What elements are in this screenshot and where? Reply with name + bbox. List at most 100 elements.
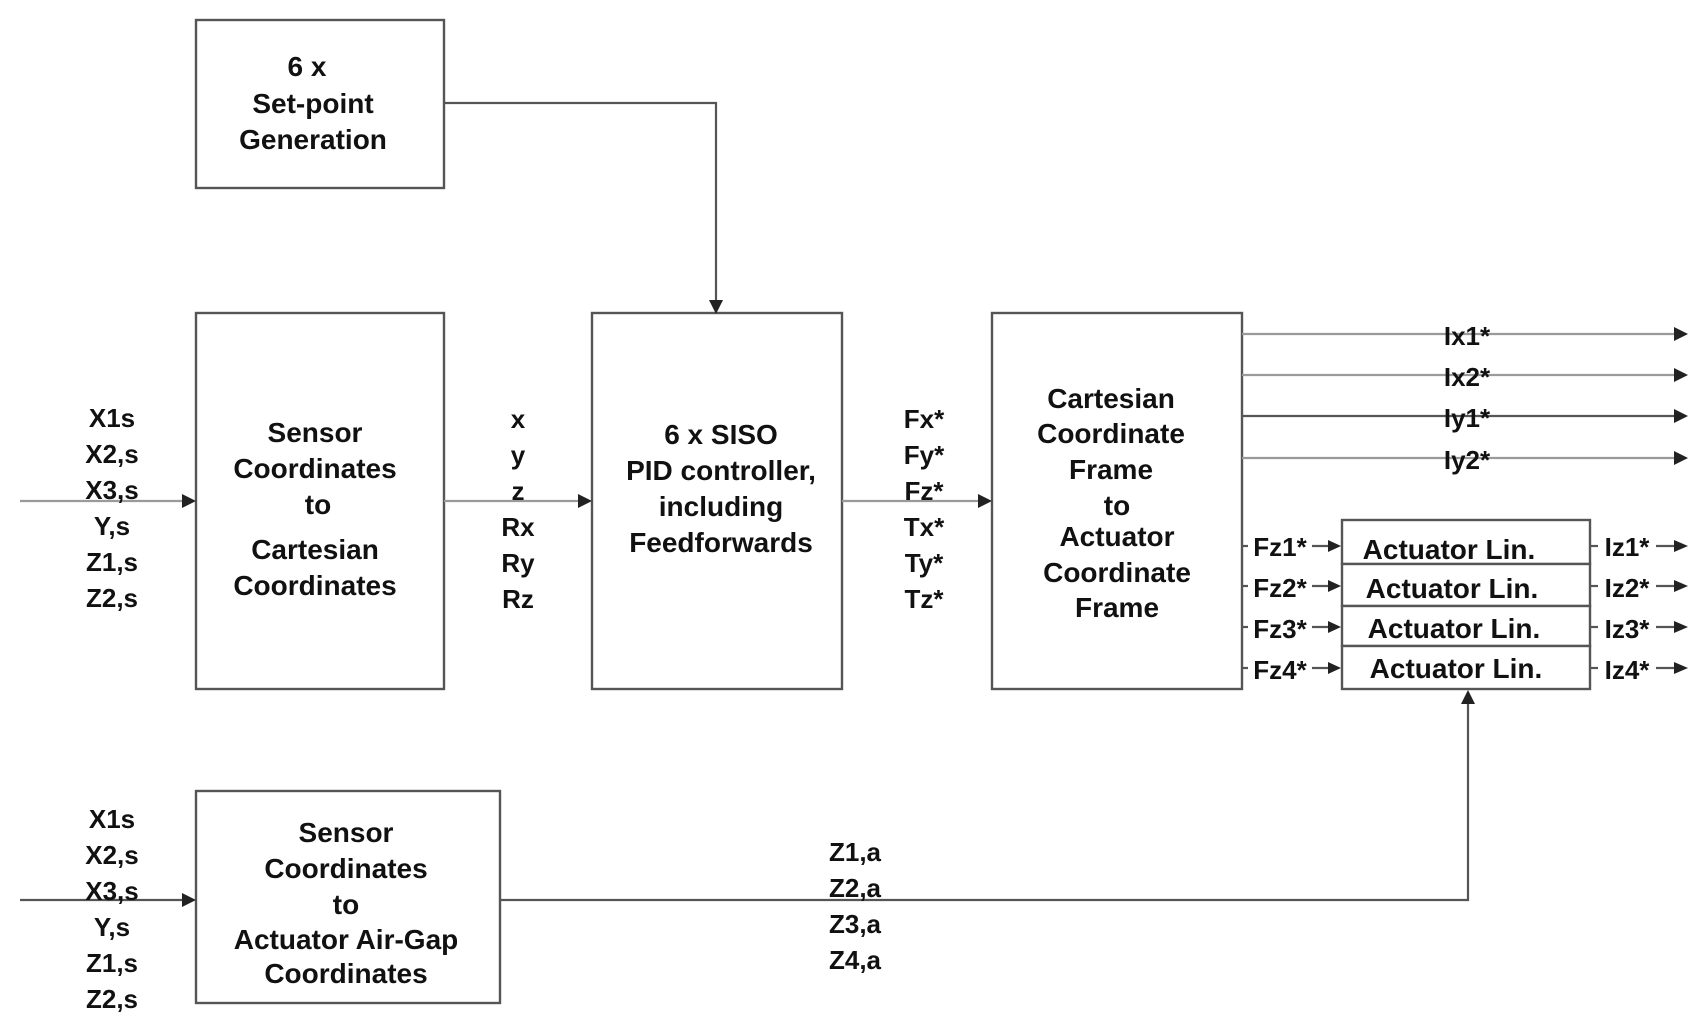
force-signal-label: Fx*: [904, 404, 945, 434]
actuator-lin-label-2: Actuator Lin.: [1366, 573, 1539, 604]
sensor-input-top-label: X1s: [89, 403, 135, 433]
horizontal-current-label: Iy2*: [1444, 445, 1491, 475]
sensor-input-top-label: X3,s: [85, 475, 139, 505]
force-signal-labels: Fx* Fy* Fz* Tx* Ty* Tz*: [904, 404, 945, 614]
pid-controller-block: [590, 311, 844, 691]
sensor-gap-line-3: to: [333, 889, 359, 920]
sensor-to-cartesian-block: [194, 311, 446, 691]
sensor-inputs-bottom-labels: X1s X2,s X3,s Y,s Z1,s Z2,s: [85, 804, 139, 1014]
sensor-input-bottom-label: Z1,s: [86, 948, 138, 978]
vertical-current-label: Iz2*: [1605, 573, 1651, 603]
force-signal-label: Tx*: [904, 512, 945, 542]
actuator-lin-label-4: Actuator Lin.: [1370, 653, 1543, 684]
horizontal-current-label: Iy1*: [1444, 403, 1491, 433]
horizontal-current-label: Ix1*: [1444, 321, 1491, 351]
cart-act-line-4: to: [1104, 490, 1130, 521]
cartesian-signal-label: Ry: [501, 548, 535, 578]
airgap-signal-label: Z4,a: [829, 945, 882, 975]
airgap-to-actuator-wire: [500, 702, 1470, 902]
cartesian-to-pid-arrowhead: [578, 494, 592, 508]
actuator-lin-label-1: Actuator Lin.: [1363, 534, 1536, 565]
airgap-signal-labels: Z1,a Z2,a Z3,a Z4,a: [829, 837, 882, 975]
actuator-lin-block-3: [1340, 604, 1592, 648]
sensor-input-top-label: X2,s: [85, 439, 139, 469]
force-signal-label: Fz*: [905, 476, 945, 506]
iz4-output-arrowhead: [1674, 662, 1688, 674]
sensor-cart-line-3: to: [305, 489, 331, 520]
actuator-lin-block-4: [1340, 644, 1592, 691]
sensor-input-bottom-label: X3,s: [85, 876, 139, 906]
force-signal-label: Ty*: [905, 548, 944, 578]
iz1-output-arrowhead: [1674, 540, 1688, 552]
ix1-output-arrowhead: [1674, 327, 1688, 341]
cartesian-signal-labels: x y z Rx Ry Rz: [501, 404, 535, 614]
sensor-input-bottom-label: X1s: [89, 804, 135, 834]
cartesian-signal-label: Rz: [502, 584, 534, 614]
cart-act-line-1: Cartesian: [1047, 383, 1175, 414]
cart-act-line-7: Frame: [1075, 592, 1159, 623]
horizontal-current-labels: Ix1* Ix2* Iy1* Iy2*: [1444, 321, 1491, 475]
sensor-input-bottom-label: Z2,s: [86, 984, 138, 1014]
vertical-current-label: Iz3*: [1605, 614, 1651, 644]
sensor-cart-line-2: Coordinates: [233, 453, 396, 484]
sensor-input-top-label: Z2,s: [86, 583, 138, 613]
cartesian-to-actuator-block: [990, 311, 1244, 691]
airgap-signal-label: Z2,a: [829, 873, 882, 903]
sensor-gap-line-4: Actuator Air-Gap: [234, 924, 459, 955]
setpoint-line-1: 6 x: [288, 51, 327, 82]
cart-act-line-2: Coordinate: [1037, 418, 1185, 449]
sensor-input-bottom-arrowhead: [182, 893, 196, 907]
sensor-input-bottom-label: X2,s: [85, 840, 139, 870]
pid-to-frame-arrowhead: [978, 494, 992, 508]
fz4-arrowhead: [1328, 662, 1341, 674]
pid-line-1: 6 x SISO: [664, 419, 778, 450]
cartesian-signal-label: y: [511, 440, 526, 470]
sensor-input-bottom-label: Y,s: [94, 912, 130, 942]
setpoint-to-pid-wire: [444, 101, 718, 302]
vertical-current-label: Iz1*: [1605, 532, 1651, 562]
iz2-output-arrowhead: [1674, 580, 1688, 592]
cart-act-line-3: Frame: [1069, 454, 1153, 485]
cartesian-signal-label: x: [511, 404, 526, 434]
sensor-cart-line-5: Coordinates: [233, 570, 396, 601]
pid-line-4: Feedforwards: [629, 527, 813, 558]
vertical-force-label: Fz1*: [1253, 532, 1307, 562]
force-signal-label: Tz*: [905, 584, 945, 614]
ix2-output-arrowhead: [1674, 368, 1688, 382]
cart-act-line-5: Actuator: [1059, 521, 1174, 552]
force-signal-label: Fy*: [904, 440, 945, 470]
vertical-force-label: Fz2*: [1253, 573, 1307, 603]
iz3-output-arrowhead: [1674, 621, 1688, 633]
sensor-inputs-top-labels: X1s X2,s X3,s Y,s Z1,s Z2,s: [85, 403, 139, 613]
pid-line-3: including: [659, 491, 783, 522]
sensor-input-top-arrowhead: [182, 494, 196, 508]
vertical-force-labels: Fz1* Fz2* Fz3* Fz4*: [1253, 532, 1307, 685]
airgap-signal-label: Z3,a: [829, 909, 882, 939]
vertical-current-label: Iz4*: [1605, 655, 1651, 685]
setpoint-line-2: Set-point: [252, 88, 373, 119]
actuator-lin-label-3: Actuator Lin.: [1368, 613, 1541, 644]
airgap-signal-label: Z1,a: [829, 837, 882, 867]
iy1-output-arrowhead: [1674, 409, 1688, 423]
sensor-input-top-label: Y,s: [94, 511, 130, 541]
horizontal-current-label: Ix2*: [1444, 362, 1491, 392]
vertical-current-labels: Iz1* Iz2* Iz3* Iz4*: [1605, 532, 1651, 685]
iy2-output-arrowhead: [1674, 451, 1688, 465]
cartesian-signal-label: z: [512, 476, 525, 506]
sensor-gap-line-1: Sensor: [299, 817, 394, 848]
actuator-lin-block-1: [1340, 518, 1592, 566]
pid-line-2: PID controller,: [626, 455, 816, 486]
sensor-gap-line-2: Coordinates: [264, 853, 427, 884]
fz3-arrowhead: [1328, 621, 1341, 633]
sensor-cart-line-1: Sensor: [268, 417, 363, 448]
sensor-gap-line-5: Coordinates: [264, 958, 427, 989]
setpoint-to-pid-arrowhead: [709, 300, 723, 314]
setpoint-generation-block: [194, 18, 446, 190]
sensor-cart-line-4: Cartesian: [251, 534, 379, 565]
cart-act-line-6: Coordinate: [1043, 557, 1191, 588]
fz2-arrowhead: [1328, 580, 1341, 592]
sensor-input-top-label: Z1,s: [86, 547, 138, 577]
vertical-force-label: Fz3*: [1253, 614, 1307, 644]
airgap-to-actuator-arrowhead: [1461, 690, 1475, 704]
